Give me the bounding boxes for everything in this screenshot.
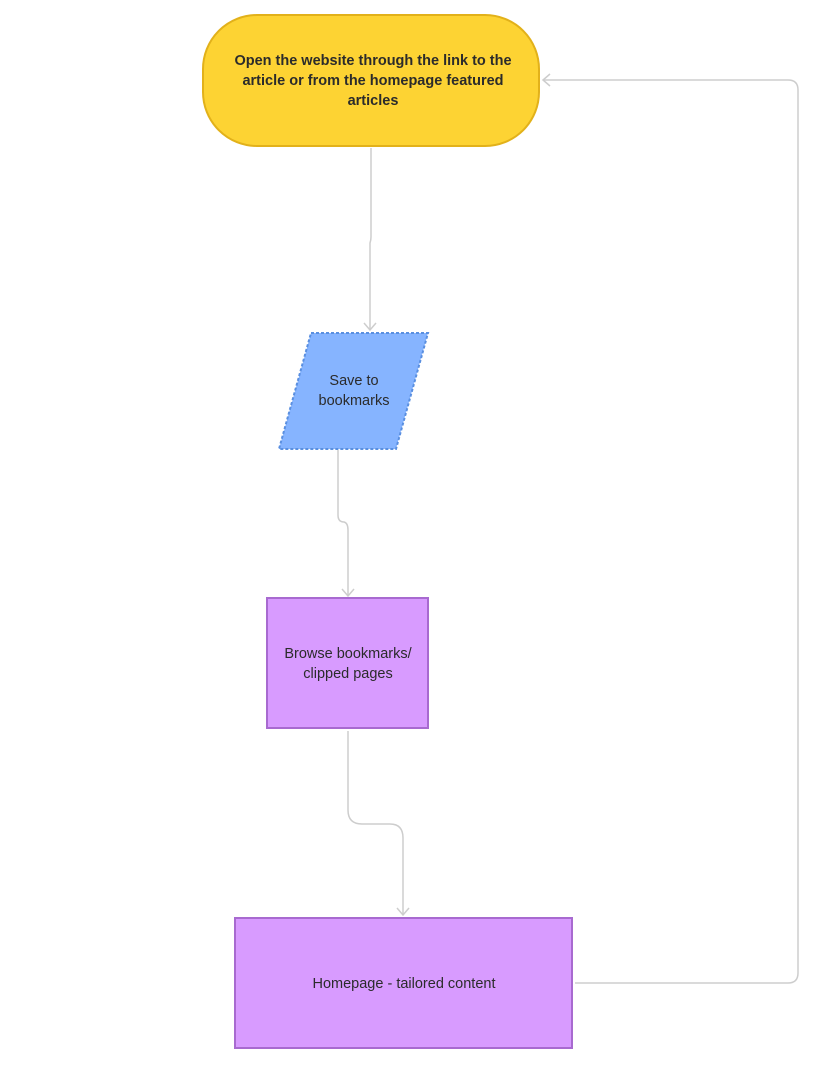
arrowhead-homepage <box>396 907 410 917</box>
connector-save-to-browse <box>337 450 349 595</box>
terminator-start-shape[interactable] <box>202 14 540 147</box>
process-browse-shape[interactable] <box>266 597 429 729</box>
save-node-text: Save to bookmarks <box>318 373 390 409</box>
connector-start-to-save <box>369 148 372 329</box>
arrowhead-start <box>541 73 551 87</box>
process-homepage-shape[interactable] <box>234 917 573 1049</box>
arrowhead-browse <box>341 588 355 598</box>
start-node-label: Open the website through the link to the… <box>228 38 518 124</box>
connector-browse-to-homepage <box>347 731 404 914</box>
connector-homepage-to-start <box>543 79 799 984</box>
save-node-label: Save to bookmarks <box>292 352 416 430</box>
browse-node-text: Browse bookmarks/ clipped pages <box>284 646 412 682</box>
homepage-node-label: Homepage - tailored content <box>240 944 568 1024</box>
parallelogram-save-shape[interactable] <box>277 332 430 450</box>
homepage-node-text: Homepage - tailored content <box>312 976 496 992</box>
arrowhead-save <box>363 322 377 332</box>
start-node-text: Open the website through the link to the… <box>234 53 512 109</box>
browse-node-label: Browse bookmarks/ clipped pages <box>272 624 424 704</box>
